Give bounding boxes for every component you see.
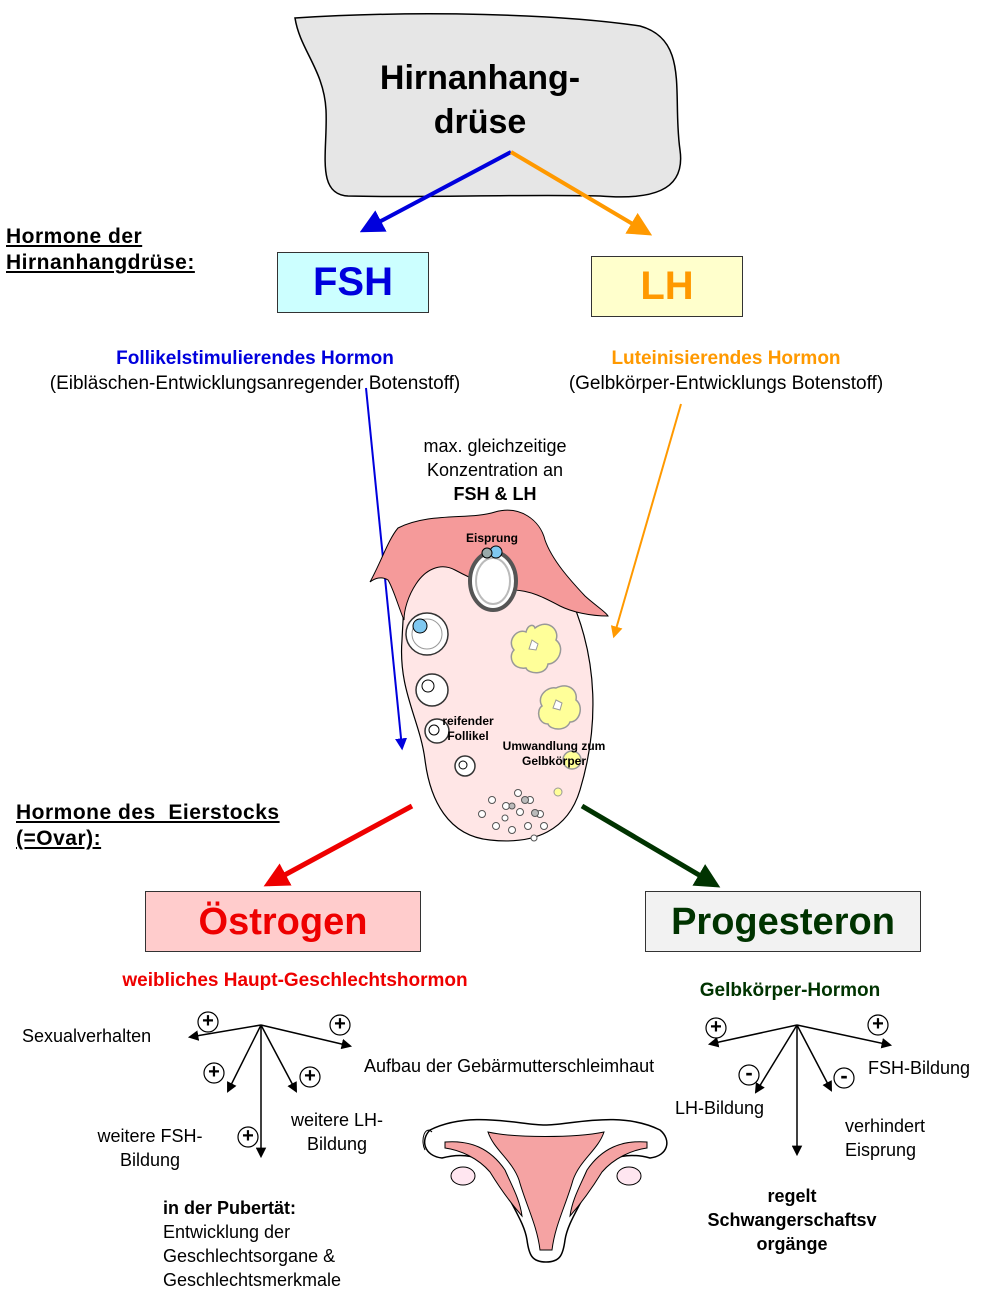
pituitary-hormones-heading: Hormone der Hirnanhangdrüse: — [6, 224, 195, 276]
gland-to-fsh-arrow — [359, 150, 512, 233]
puberty-line-1: Entwicklung der — [163, 1222, 291, 1242]
effect-progesterone-fsh: FSH-Bildung — [868, 1058, 971, 1078]
ovary-illustration — [369, 509, 609, 842]
pituitary-gland-shape — [294, 13, 682, 198]
corpus-luteum-3 — [562, 750, 582, 770]
pregnancy-line-2: Schwangerschaftsv — [707, 1210, 877, 1230]
prevents-ovulation-line-1: verhindert — [845, 1116, 926, 1136]
gland-title-line-1: Hirnanhang- — [379, 59, 581, 97]
fsh-full-name: Follikelstimulierendes Hormon — [116, 348, 394, 369]
pregnancy-line-3: orgänge — [756, 1234, 828, 1254]
lh-box: LH — [591, 256, 743, 317]
maturing-follicle-label: reifender Follikel — [436, 714, 500, 744]
progesterone-label: Progesteron — [671, 901, 895, 943]
fsh-box: FSH — [277, 252, 429, 313]
gland-title-line-2: drüse — [433, 103, 527, 141]
lh-full-name: Luteinisierendes Hormon — [611, 348, 841, 369]
effect-sexual-behavior: Sexualverhalten — [22, 1026, 152, 1046]
puberty-title: in der Pubertät: — [163, 1198, 297, 1218]
lh-label: LH — [640, 264, 694, 308]
fsh-description: (Eibläschen-Entwicklungsanregender Boten… — [49, 373, 461, 394]
progesterone-box: Progesteron — [645, 891, 921, 952]
estrogen-effect-arrows — [187, 1024, 353, 1159]
minus-sign-ovulation: - — [840, 1063, 848, 1088]
ovary-to-progesterone-arrow — [580, 803, 721, 888]
progesterone-effect-arrows — [707, 1024, 893, 1157]
effect-pregnancy: regelt Schwangerschaftsv orgänge — [680, 1184, 904, 1256]
effect-estrogen-fsh-line-2: Bildung — [119, 1150, 181, 1170]
effect-estrogen-lh-line-1: weitere LH- — [290, 1110, 384, 1130]
peak-note-line-3: FSH & LH — [453, 484, 537, 504]
plus-sign-puberty: + — [242, 1125, 254, 1147]
plus-sign-sexual-behavior: + — [202, 1010, 214, 1032]
fsh-label: FSH — [313, 260, 393, 304]
minus-sign-lh: - — [745, 1060, 753, 1085]
peak-note-line-2: Konzentration an — [426, 460, 564, 480]
fsh-description-block: Follikelstimulierendes Hormon (Eibläsche… — [0, 346, 510, 396]
gland-to-lh-arrow — [509, 150, 653, 236]
puberty-line-3: Geschlechtsmerkmale — [163, 1270, 342, 1290]
ovary-heading-line-2: (=Ovar): — [16, 827, 102, 850]
lh-description-block: Luteinisierendes Hormon (Gelbkörper-Entw… — [520, 346, 932, 396]
peak-concentration-note: max. gleichzeitige Konzentration an FSH … — [390, 434, 600, 506]
plus-sign-endometrium: + — [334, 1013, 346, 1035]
ovary-hormones-heading: Hormone des Eierstocks (=Ovar): — [16, 800, 280, 852]
plus-sign-progesterone-endometrium: + — [710, 1016, 722, 1038]
peak-note-line-1: max. gleichzeitige — [423, 436, 567, 456]
prevents-ovulation-line-2: Eisprung — [845, 1140, 917, 1160]
corpus-luteum-label: Umwandlung zum Gelbkörper — [494, 739, 614, 769]
effect-prevents-ovulation: verhindert Eisprung — [845, 1114, 925, 1162]
estrogen-subtitle: weibliches Haupt-Geschlechtshormon — [122, 970, 468, 991]
ovary-heading-line-1: Hormone des Eierstocks — [16, 801, 280, 824]
uterus-illustration — [422, 1118, 668, 1263]
effect-estrogen-fsh: weitere FSH- Bildung — [80, 1124, 220, 1172]
plus-sign-fsh: + — [208, 1061, 220, 1083]
corpus-luteum-4 — [553, 787, 563, 797]
pituitary-heading-line-1: Hormone der — [6, 225, 143, 248]
progesterone-subtitle: Gelbkörper-Hormon — [699, 980, 881, 1001]
estrogen-box: Östrogen — [145, 891, 421, 952]
corpus-luteum-line-2: Gelbkörper — [521, 754, 587, 768]
maturing-follicle-line-1: reifender — [442, 714, 494, 728]
effect-estrogen-lh-line-2: Bildung — [306, 1134, 368, 1154]
effect-estrogen-lh: weitere LH- Bildung — [270, 1108, 404, 1156]
maturing-follicle-line-2: Follikel — [447, 729, 489, 743]
effect-estrogen-fsh-line-1: weitere FSH- — [97, 1126, 203, 1146]
effect-sign-circles — [197, 1011, 889, 1148]
estrogen-label: Östrogen — [198, 901, 368, 943]
effect-progesterone-lh: LH-Bildung — [675, 1098, 765, 1118]
pregnancy-line-1: regelt — [767, 1186, 817, 1206]
ovulation-label: Eisprung — [466, 531, 519, 545]
pituitary-gland-title: Hirnanhang- drüse — [330, 56, 630, 144]
plus-sign-progesterone-fsh: + — [872, 1013, 884, 1035]
lh-description: (Gelbkörper-Entwicklungs Botenstoff) — [568, 373, 884, 394]
ovary-to-estrogen-arrow — [263, 803, 414, 887]
pituitary-heading-line-2: Hirnanhangdrüse: — [6, 251, 195, 274]
lh-to-ovary-arrow — [610, 403, 682, 639]
effect-endometrium: Aufbau der Gebärmutterschleimhaut — [364, 1056, 655, 1076]
puberty-line-2: Geschlechtsorgane & — [163, 1246, 336, 1266]
plus-sign-lh: + — [304, 1065, 316, 1087]
effect-puberty: in der Pubertät: Entwicklung der Geschle… — [163, 1196, 341, 1292]
corpus-luteum-line-1: Umwandlung zum — [502, 739, 606, 753]
